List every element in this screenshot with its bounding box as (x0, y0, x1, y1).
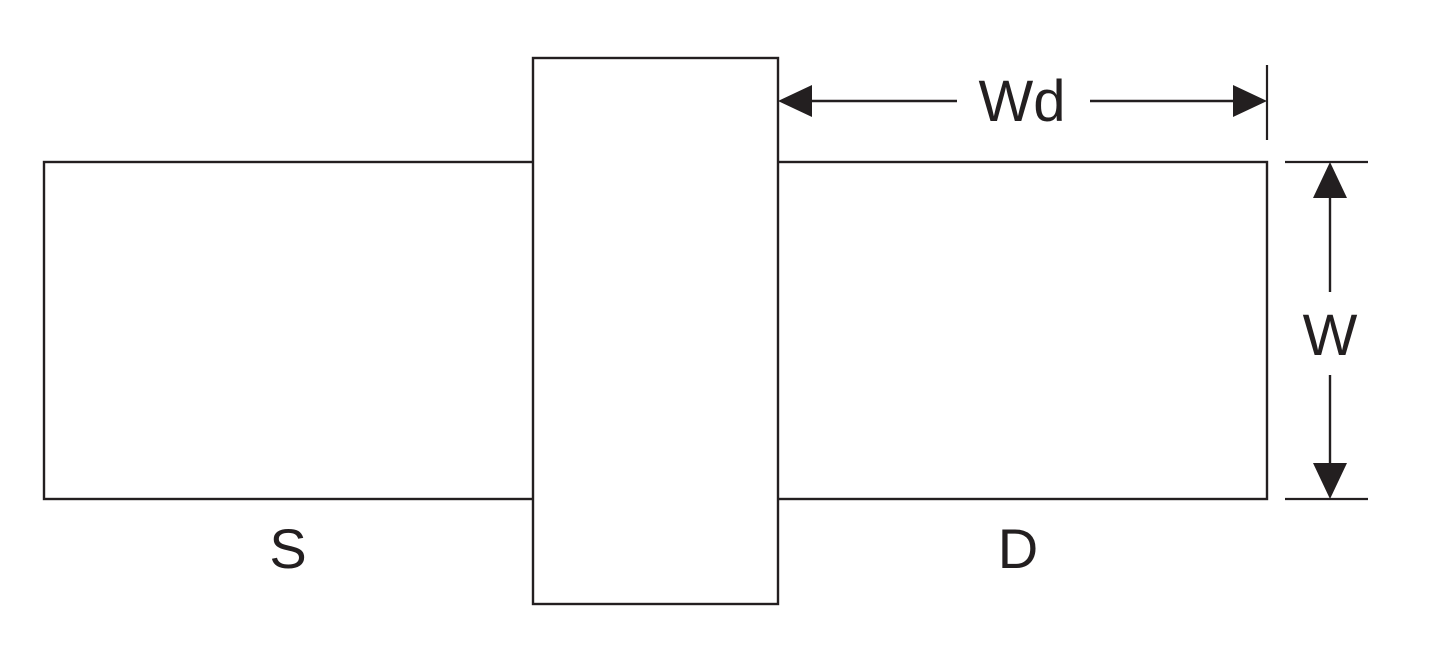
wd-arrowhead-right (1233, 85, 1267, 117)
terminal-label-source: S (269, 517, 306, 580)
w-arrowhead-bottom (1313, 463, 1347, 499)
gate-stripe (531, 56, 780, 606)
wd-arrowhead-left (778, 85, 812, 117)
terminal-label-drain: D (998, 517, 1038, 580)
dimension-label-wd: Wd (979, 69, 1066, 134)
w-arrowhead-top (1313, 162, 1347, 198)
dimension-w: W (1285, 160, 1368, 501)
dimension-wd: Wd (778, 65, 1269, 140)
dimension-label-w: W (1303, 303, 1358, 368)
